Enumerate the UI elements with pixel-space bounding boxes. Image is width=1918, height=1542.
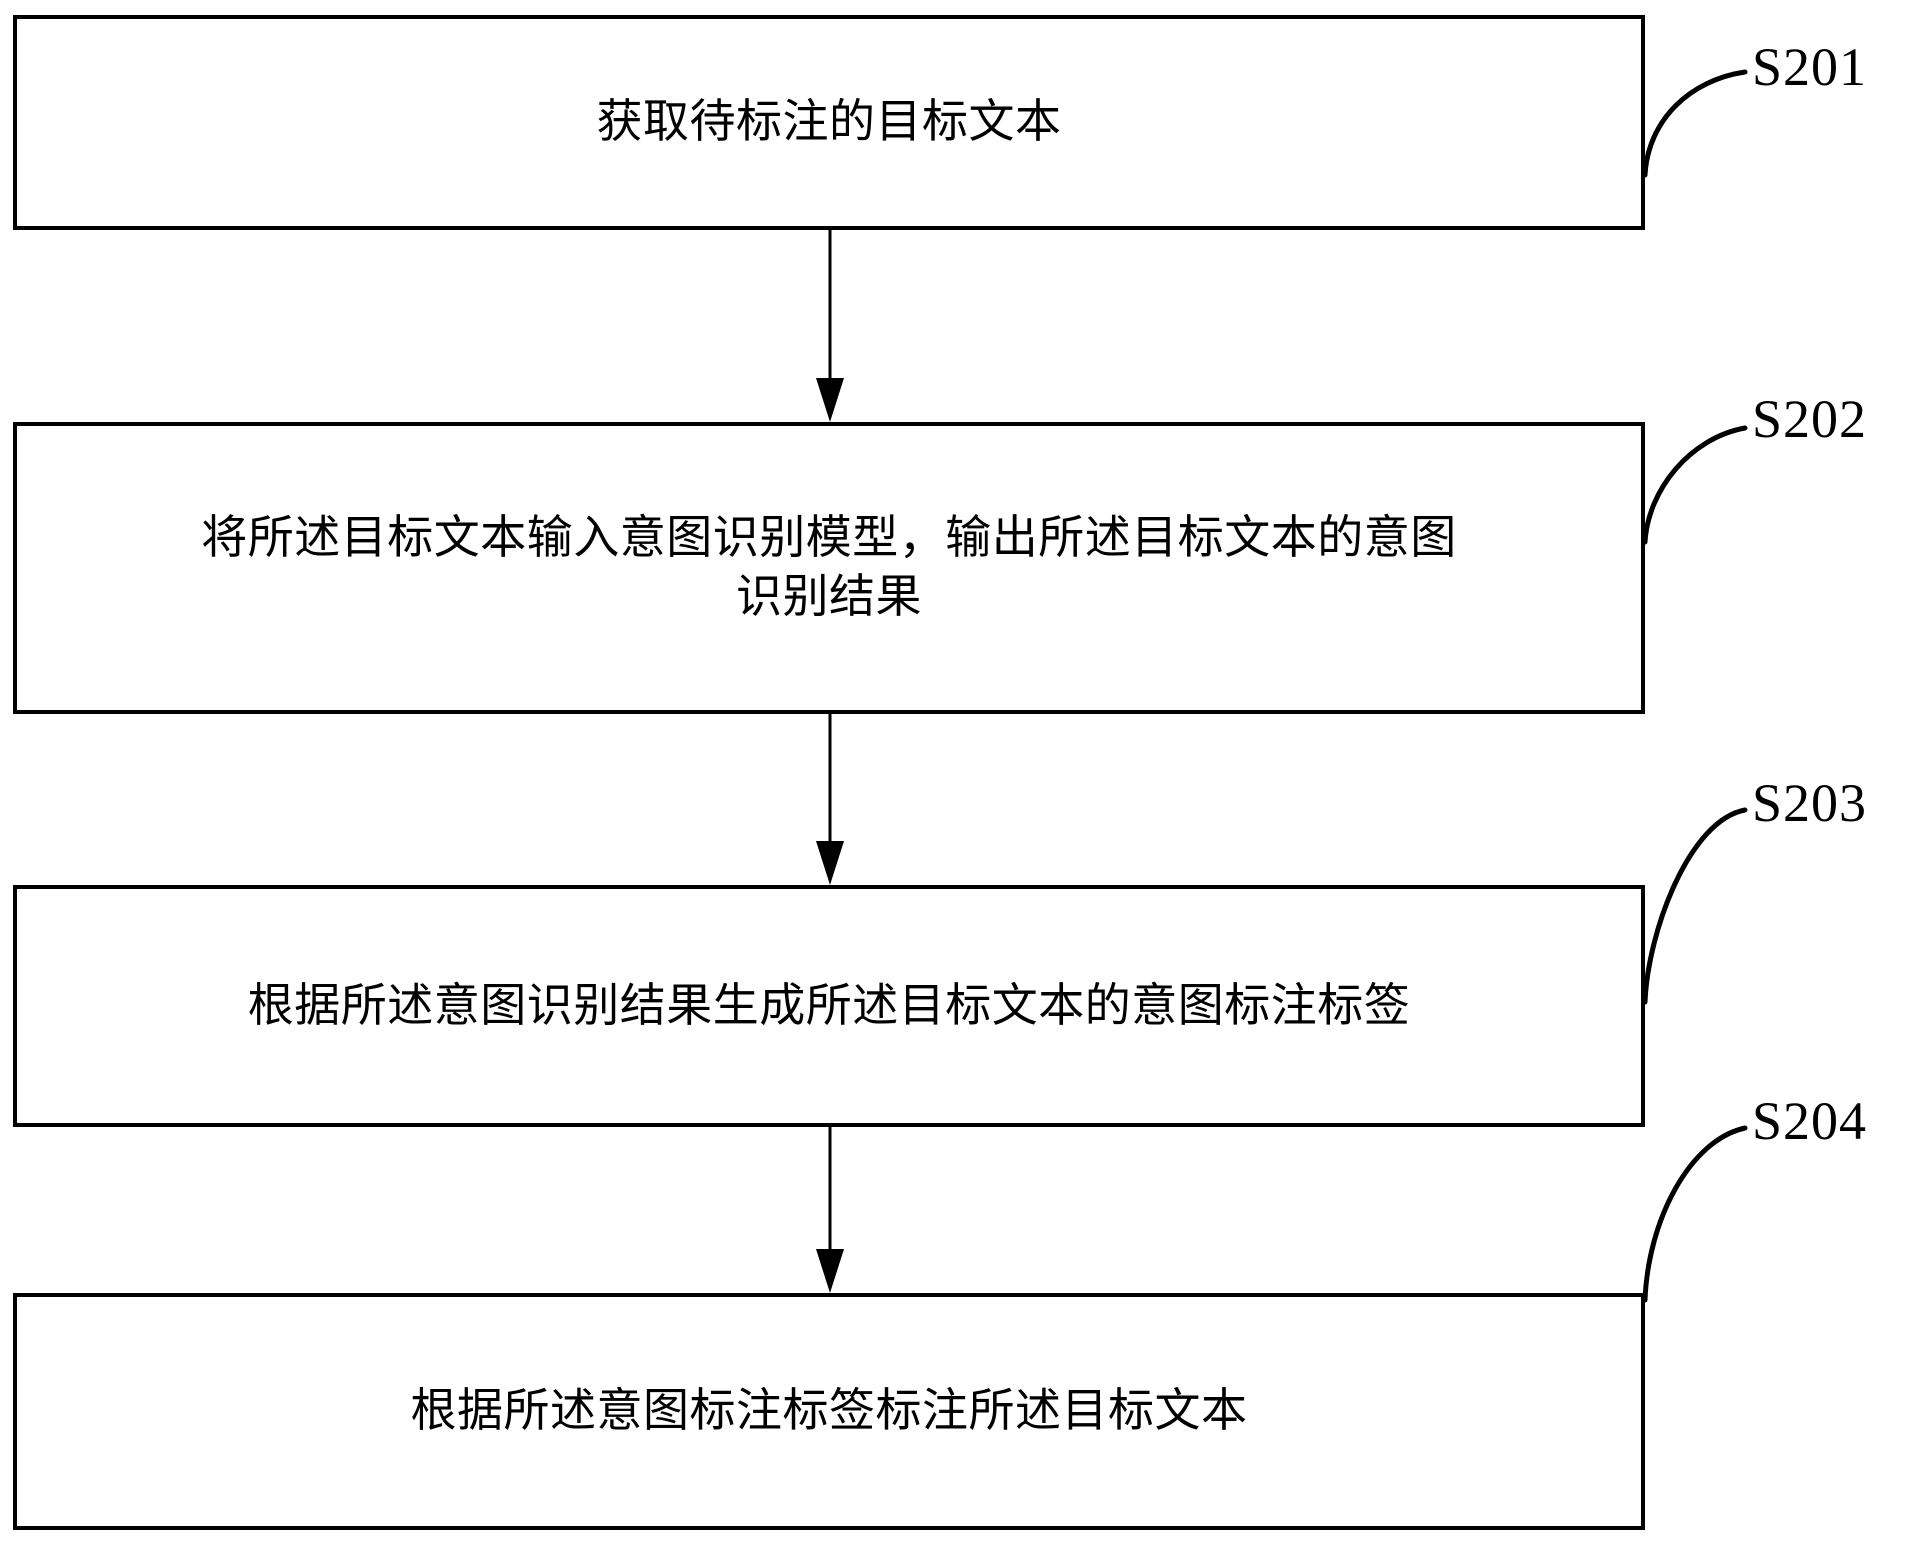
arrow-s201-to-s202 — [816, 230, 844, 422]
leader-line-s201 — [1642, 69, 1748, 178]
flow-step-box-s204: 根据所述意图标注标签标注所述目标文本 — [13, 1293, 1645, 1530]
arrow-s203-to-s204 — [816, 1127, 844, 1293]
flow-step-text-s201: 获取待标注的目标文本 — [596, 96, 1062, 148]
flow-step-text-s203: 根据所述意图识别结果生成所述目标文本的意图标注标签 — [247, 979, 1411, 1031]
leader-line-s204 — [1642, 1125, 1748, 1303]
leader-line-s202 — [1642, 425, 1748, 545]
leader-line-s203 — [1642, 807, 1748, 1005]
step-label-s201: S201 — [1752, 37, 1868, 97]
step-label-s202: S202 — [1752, 389, 1868, 449]
flow-step-box-s201: 获取待标注的目标文本 — [13, 15, 1645, 230]
step-label-s204: S204 — [1752, 1091, 1868, 1151]
flow-step-text-s202: 将所述目标文本输入意图识别模型，输出所述目标文本的意图 识别结果 — [201, 512, 1457, 622]
arrow-s202-to-s203 — [816, 714, 844, 885]
flow-step-box-s202: 将所述目标文本输入意图识别模型，输出所述目标文本的意图 识别结果 — [13, 422, 1645, 714]
step-label-s203: S203 — [1752, 773, 1868, 833]
flow-step-text-s204: 根据所述意图标注标签标注所述目标文本 — [410, 1385, 1248, 1437]
flow-step-box-s203: 根据所述意图识别结果生成所述目标文本的意图标注标签 — [13, 885, 1645, 1127]
